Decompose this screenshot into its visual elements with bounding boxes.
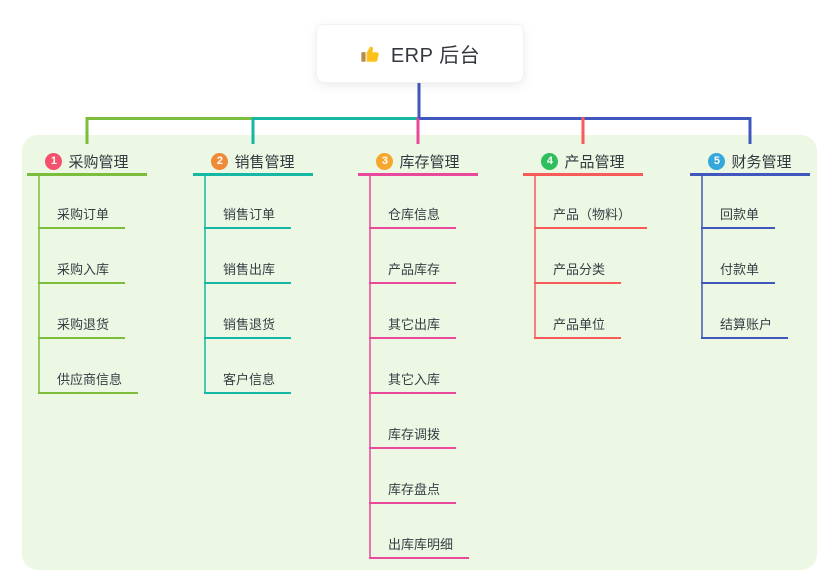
thumbs-up-icon [360, 43, 382, 65]
mindmap-node[interactable]: 采购订单 [38, 200, 126, 229]
mindmap-node-label: 回款单 [720, 207, 760, 222]
branch-3-label: 库存管理 [399, 153, 460, 171]
mindmap-node-label: 销售订单 [223, 207, 276, 222]
mindmap-node[interactable]: 仓库信息 [369, 200, 457, 229]
mindmap-node-label: 库存盘点 [388, 482, 441, 497]
branch-2-spine-line [204, 176, 206, 394]
mindmap-node-label: 供应商信息 [57, 372, 123, 387]
branch-5-spine-line [701, 176, 703, 339]
mindmap-node[interactable]: 销售退货 [204, 310, 292, 339]
mindmap-node[interactable]: 采购退货 [38, 310, 126, 339]
mindmap-node-label: 销售出库 [223, 262, 276, 277]
mindmap-node-label: 客户信息 [223, 372, 276, 387]
branch-1-header[interactable]: 1 采购管理 [27, 149, 147, 176]
mindmap-node-label: 其它入库 [388, 372, 441, 387]
mindmap-node-label: 其它出库 [388, 317, 441, 332]
root-node-label: ERP 后台 [390, 45, 481, 67]
mindmap-node[interactable]: 结算账户 [701, 310, 789, 339]
mindmap-node-label: 采购入库 [57, 262, 110, 277]
mindmap-node[interactable]: 供应商信息 [38, 365, 139, 394]
branches-panel [22, 135, 817, 570]
mindmap-node-label: 销售退货 [223, 317, 276, 332]
branch-3-number-badge: 3 [376, 152, 394, 170]
branch-2-number-badge: 2 [211, 152, 229, 170]
mindmap-node-label: 出库库明细 [388, 537, 454, 552]
branch-1-spine-line [38, 176, 40, 394]
mindmap-node[interactable]: 采购入库 [38, 255, 126, 284]
branch-2-label: 销售管理 [234, 153, 295, 171]
mindmap-node-label: 结算账户 [720, 317, 773, 332]
mindmap-node-label: 采购退货 [57, 317, 110, 332]
branch-4-number-badge: 4 [541, 152, 559, 170]
mindmap-node[interactable]: 库存盘点 [369, 475, 457, 504]
mindmap-node[interactable]: 出库库明细 [369, 530, 470, 559]
root-node[interactable]: ERP 后台 [316, 24, 524, 83]
mindmap-node[interactable]: 付款单 [701, 255, 776, 284]
branch-2-header[interactable]: 2 销售管理 [193, 149, 313, 176]
mindmap-node[interactable]: 其它入库 [369, 365, 457, 394]
mindmap-node-label: 付款单 [720, 262, 760, 277]
branch-3-header[interactable]: 3 库存管理 [358, 149, 478, 176]
mindmap-node[interactable]: 产品（物料） [534, 200, 648, 229]
mindmap-node[interactable]: 回款单 [701, 200, 776, 229]
branch-5-number-badge: 5 [708, 152, 726, 170]
branch-4-spine-line [534, 176, 536, 339]
mindmap-node[interactable]: 产品单位 [534, 310, 622, 339]
mindmap-node-label: 采购订单 [57, 207, 110, 222]
mindmap-node-label: 产品单位 [553, 317, 606, 332]
mindmap-node[interactable]: 库存调拨 [369, 420, 457, 449]
mindmap-node-label: 产品库存 [388, 262, 441, 277]
mindmap-node-label: 库存调拨 [388, 427, 441, 442]
branch-5-label: 财务管理 [731, 153, 792, 171]
mindmap-node[interactable]: 其它出库 [369, 310, 457, 339]
branch-1-label: 采购管理 [68, 153, 129, 171]
mindmap-node[interactable]: 产品库存 [369, 255, 457, 284]
mindmap-node[interactable]: 产品分类 [534, 255, 622, 284]
branch-4-header[interactable]: 4 产品管理 [523, 149, 643, 176]
mindmap-node[interactable]: 销售出库 [204, 255, 292, 284]
mindmap-node-label: 仓库信息 [388, 207, 441, 222]
branch-4-label: 产品管理 [564, 153, 625, 171]
branch-1-number-badge: 1 [45, 152, 63, 170]
branch-3-spine-line [369, 176, 371, 559]
branch-5-header[interactable]: 5 财务管理 [690, 149, 810, 176]
mindmap-node-label: 产品（物料） [553, 207, 632, 222]
mindmap-node[interactable]: 客户信息 [204, 365, 292, 394]
mindmap-node[interactable]: 销售订单 [204, 200, 292, 229]
mindmap-node-label: 产品分类 [553, 262, 606, 277]
